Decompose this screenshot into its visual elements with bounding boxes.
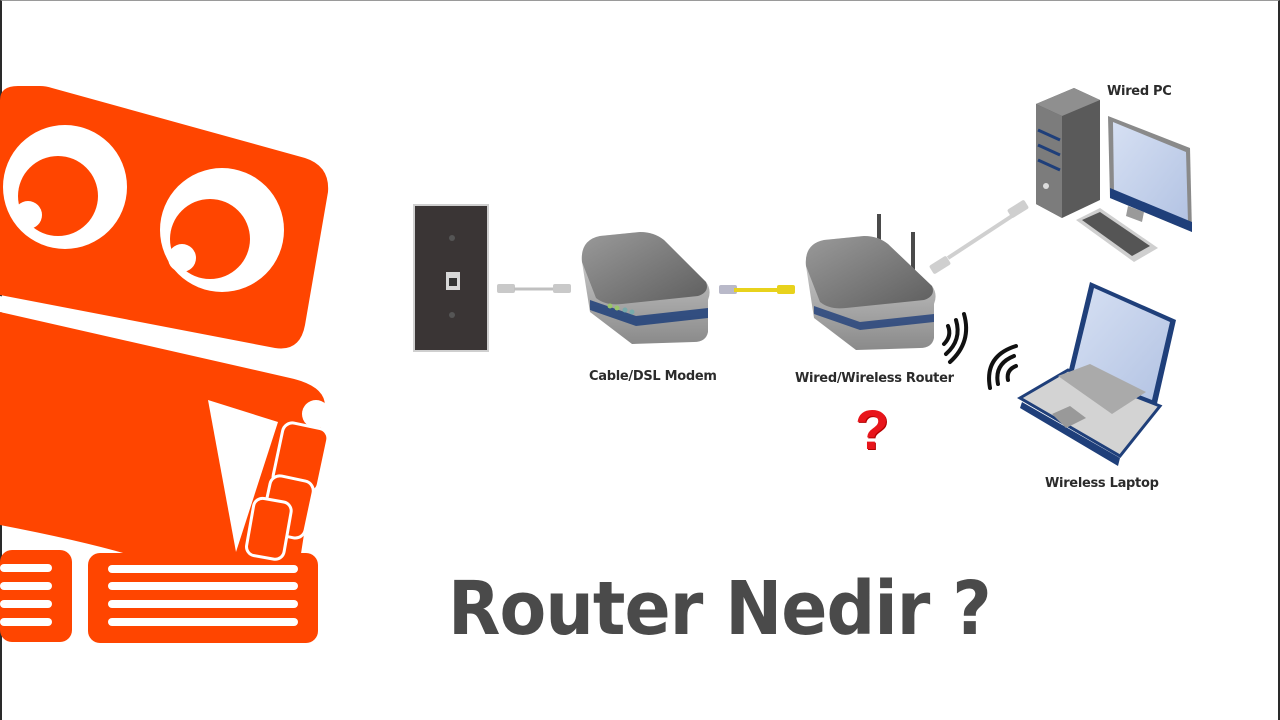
robot-eye-left: [3, 125, 127, 249]
pc-monitor-icon: [1108, 116, 1192, 232]
router-icon: [805, 214, 936, 350]
ethernet-cable-yellow-icon: [719, 285, 795, 294]
wifi-waves-laptop-icon: [987, 344, 1018, 390]
modem-icon: [581, 232, 710, 344]
laptop-icon: [1017, 282, 1176, 466]
laptop-label: Wireless Laptop: [1045, 476, 1159, 491]
robot-mascot-logo: [0, 86, 330, 643]
wired-pc-label: Wired PC: [1107, 84, 1172, 99]
page-title: Router Nedir ?: [448, 566, 992, 652]
router-label: Wired/Wireless Router: [795, 371, 954, 386]
modem-label: Cable/DSL Modem: [589, 369, 717, 384]
wifi-waves-router-icon: [942, 312, 969, 364]
red-question-mark: ?: [855, 398, 890, 461]
pc-tower-icon: [1036, 88, 1100, 218]
robot-eye-right: [160, 168, 284, 292]
phone-cable-icon: [497, 284, 571, 293]
ethernet-cable-gray-icon: [929, 200, 1029, 274]
wall-phone-jack-icon: [413, 204, 489, 352]
keyboard-icon: [1076, 208, 1158, 262]
